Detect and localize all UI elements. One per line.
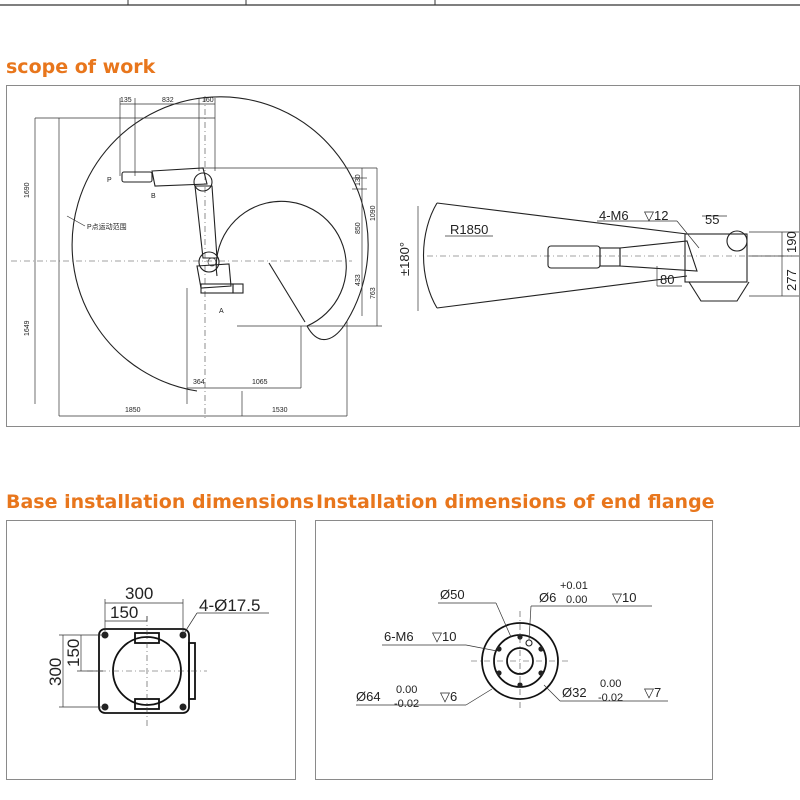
dim-190: 190 [784, 231, 799, 253]
flange-d64-tol-up: 0.00 [396, 684, 417, 696]
dim-277: 277 [784, 269, 799, 291]
reach-arc-inner [215, 200, 347, 327]
scope-drawing: 135 832 160 1690 1649 130 850 1090 433 7… [11, 96, 799, 418]
dim-160: 160 [202, 97, 214, 104]
dim-80: 80 [660, 272, 674, 287]
base-plate [87, 616, 207, 726]
base-dim-150-v: 150 [64, 639, 83, 667]
flange-d6-depth: ▽10 [612, 590, 636, 605]
marker-p: P [107, 177, 112, 184]
dim-364: 364 [193, 379, 205, 386]
dim-1850: 1850 [125, 407, 141, 414]
flange-d32-depth: ▽7 [644, 685, 661, 700]
base-dim-300-v: 300 [46, 658, 65, 686]
dim-1090: 1090 [370, 205, 377, 221]
dim-55: 55 [705, 212, 719, 227]
angle-180: ±180° [397, 242, 412, 276]
mount-hole-3 [101, 703, 109, 711]
flange-d32-tol-down: -0.02 [598, 692, 623, 704]
dim-1065: 1065 [252, 379, 268, 386]
dim-832: 832 [162, 97, 174, 104]
base-dim-150-h: 150 [110, 603, 138, 622]
dim-763: 763 [370, 287, 377, 299]
flange-d32-tol-up: 0.00 [600, 678, 621, 690]
flange-d32: Ø32 [562, 685, 587, 700]
base-dim-300-h: 300 [125, 584, 153, 603]
flange-m6-depth: ▽10 [432, 629, 456, 644]
mount-hole-1 [101, 631, 109, 639]
region-note: P点运动范围 [87, 222, 127, 231]
dim-1649: 1649 [24, 320, 31, 336]
reach-arc-outer [71, 96, 369, 392]
dim-130: 130 [355, 174, 362, 186]
screw-4-m6: 4-M6 [599, 208, 629, 223]
flange-d6: Ø6 [539, 590, 556, 605]
marker-a: A [219, 308, 224, 315]
flange-heading: Installation dimensions of end flange [316, 491, 715, 513]
base-panel: 300 150 300 150 4-Ø17.5 [6, 520, 296, 780]
dim-1530: 1530 [272, 407, 288, 414]
marker-b: B [151, 193, 156, 200]
flange-d64: Ø64 [356, 689, 381, 704]
flange-m6: 6-M6 [384, 629, 414, 644]
dim-850: 850 [355, 222, 362, 234]
flange-drawing: Ø50 Ø6 +0.01 0.00 ▽10 6-M6 ▽10 Ø64 0.00 … [356, 580, 668, 711]
mount-hole-4 [179, 703, 187, 711]
base-drawing: 300 150 300 150 4-Ø17.5 [46, 584, 269, 726]
flange-disc [471, 611, 569, 711]
robot-top-view [417, 202, 799, 311]
robot-side-view [121, 167, 244, 294]
base-heading: Base installation dimensions [6, 491, 315, 513]
dim-135: 135 [120, 97, 132, 104]
flange-d50: Ø50 [440, 587, 465, 602]
top-table-remnant [0, 0, 800, 6]
flange-d6-tol-down: 0.00 [566, 594, 587, 606]
flange-d64-tol-down: -0.02 [394, 698, 419, 710]
base-holes: 4-Ø17.5 [199, 596, 260, 615]
scope-panel: 135 832 160 1690 1649 130 850 1090 433 7… [6, 85, 800, 427]
flange-d6-tol-up: +0.01 [560, 580, 588, 592]
dim-433: 433 [355, 274, 362, 286]
flange-panel: Ø50 Ø6 +0.01 0.00 ▽10 6-M6 ▽10 Ø64 0.00 … [315, 520, 713, 780]
screw-depth: ▽12 [644, 208, 668, 223]
radius-r1850: R1850 [450, 222, 488, 237]
scope-heading: scope of work [6, 56, 156, 78]
dim-1690: 1690 [24, 182, 31, 198]
flange-d64-depth: ▽6 [440, 689, 457, 704]
